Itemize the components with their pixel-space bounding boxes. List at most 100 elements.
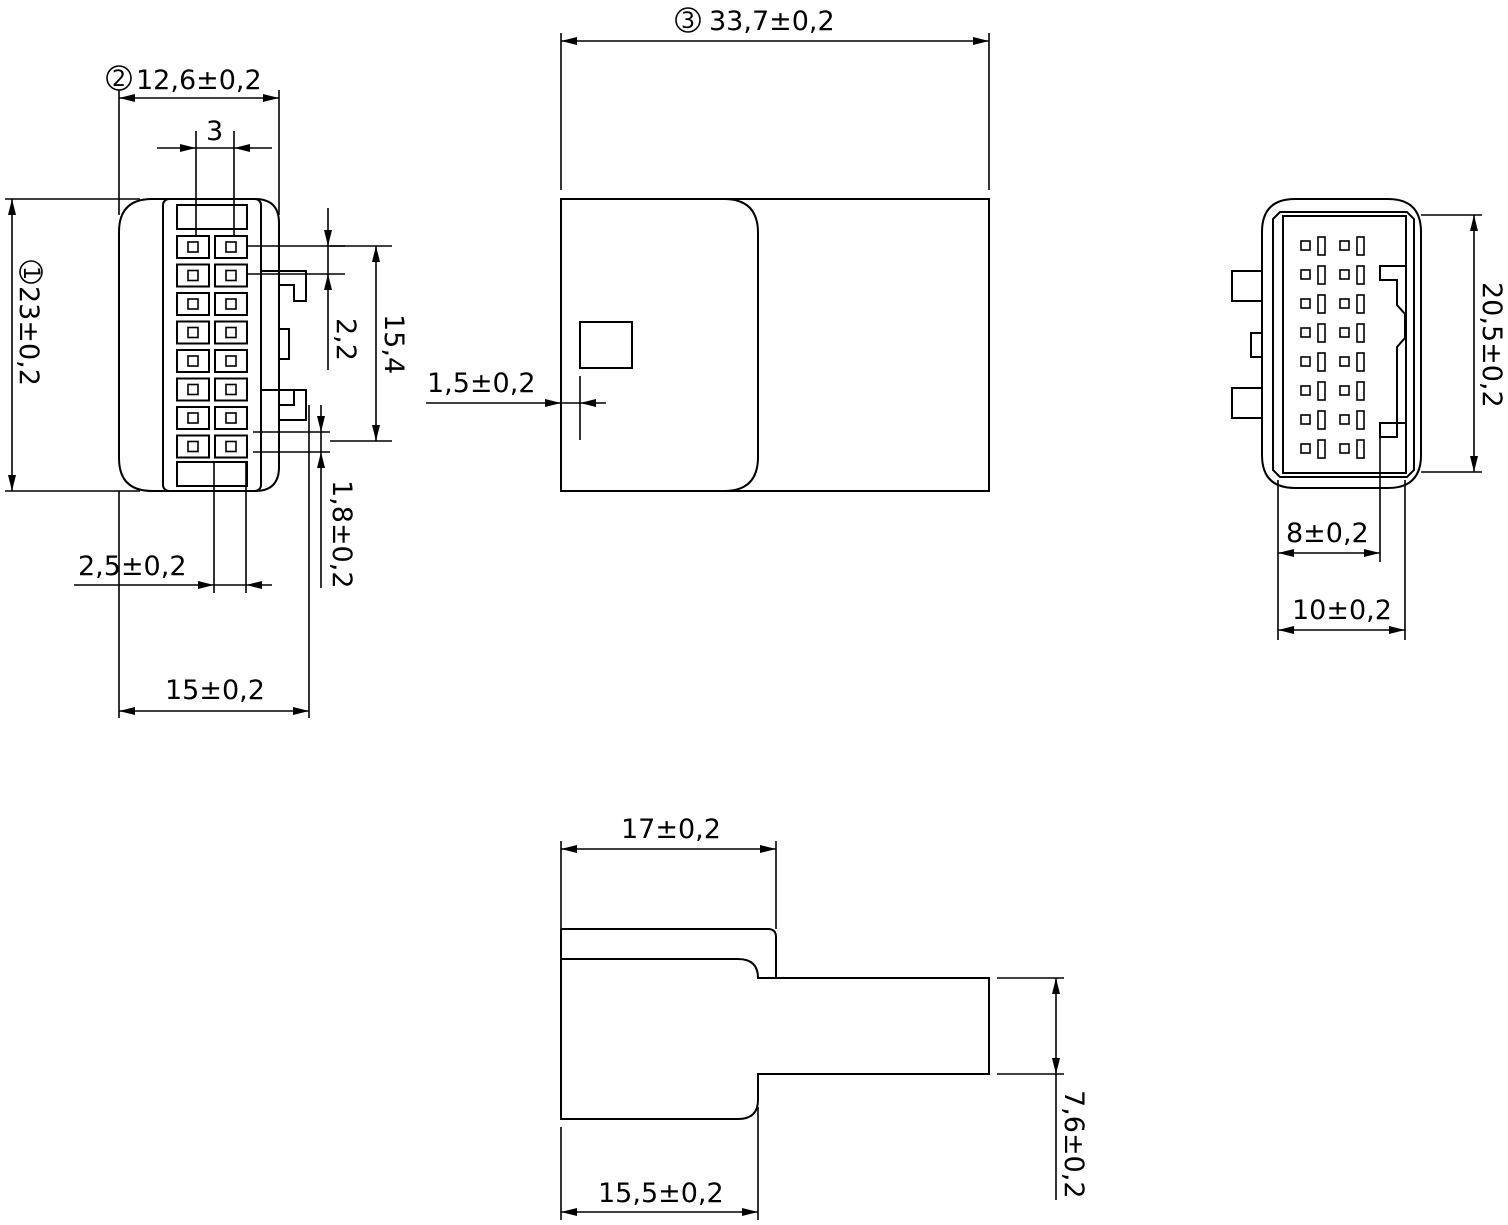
pin-cavity <box>214 406 248 430</box>
arrow <box>372 246 380 262</box>
pin-contact <box>225 298 237 310</box>
dim-base-length-label: 15,5±0,2 <box>598 1178 724 1209</box>
pin-slot <box>1356 439 1365 459</box>
dim-overall-width-label: 15±0,2 <box>165 675 265 706</box>
dim-window-offset-label: 1,5±0,2 <box>427 368 536 399</box>
pin-contact <box>187 383 199 396</box>
dim-pin-offset-label: 2,5±0,2 <box>78 551 187 582</box>
pin-slot <box>1356 294 1365 314</box>
pin-contact <box>1339 327 1350 338</box>
pin-slot <box>1356 381 1365 401</box>
pin-contact <box>187 355 199 367</box>
face-view-inner <box>1272 211 1415 478</box>
pin-slot <box>1317 410 1326 430</box>
dim-body-width-label: 12,6±0,2 <box>136 65 262 96</box>
pin-contact <box>1300 443 1311 454</box>
arrow <box>1052 978 1060 994</box>
dim-slot-offset-label: 1,8±0,2 <box>326 480 357 589</box>
dim-overall-height-label: 23±0,2 <box>13 286 44 386</box>
pin-cavity <box>176 320 210 345</box>
arrow <box>180 144 196 152</box>
arrow <box>1364 549 1380 557</box>
pin-cavity <box>214 235 248 259</box>
pin-contact <box>1339 269 1350 280</box>
arrow <box>317 416 325 432</box>
arrow <box>324 274 332 290</box>
arrow <box>545 399 561 407</box>
arrow <box>234 144 250 152</box>
pin-contact <box>225 241 237 253</box>
arrow <box>372 425 380 441</box>
pin-cavity <box>176 377 210 402</box>
ref-circle-2 <box>106 65 132 91</box>
pin-contact <box>1300 327 1311 338</box>
arrow <box>580 399 596 407</box>
dim-pitch-h-label: 3 <box>206 116 223 147</box>
arrow <box>561 1208 577 1216</box>
front-view-latch-bump <box>278 328 290 360</box>
arrow <box>1389 626 1405 634</box>
arrow <box>119 94 135 102</box>
front-view-insert <box>162 198 262 492</box>
pin-cavity <box>176 292 210 316</box>
side-view-window <box>579 321 633 369</box>
side-view-outline <box>560 198 990 492</box>
pin-slot <box>1317 381 1326 401</box>
arrow <box>246 581 262 589</box>
dim-face-height-label: 20,5±0,2 <box>1476 282 1507 408</box>
pin-contact <box>225 269 237 282</box>
front-view-top-slot <box>176 204 248 230</box>
arrow <box>119 707 135 715</box>
pin-cavity <box>214 349 248 373</box>
face-view-inner-cavity <box>1282 215 1407 474</box>
pin-contact <box>187 326 199 339</box>
pin-slot <box>1317 236 1326 256</box>
pin-contact <box>187 412 199 424</box>
dim-housing-length-label: 17±0,2 <box>621 814 721 845</box>
arrow <box>1052 1058 1060 1074</box>
pin-contact <box>187 298 199 310</box>
arrow <box>760 845 776 853</box>
pin-slot <box>1317 439 1326 459</box>
pin-contact <box>1300 414 1311 425</box>
arrow <box>1278 626 1294 634</box>
pin-contact <box>1339 356 1350 367</box>
pin-cavity <box>176 235 210 259</box>
side-view-housing-edge <box>561 198 759 492</box>
arrow <box>561 845 577 853</box>
arrow <box>324 230 332 246</box>
pin-contact <box>187 241 199 253</box>
face-view: 20,5±0,2 8±0,2 10±0,2 <box>1231 198 1507 640</box>
pin-contact <box>1300 298 1311 309</box>
arrow <box>973 37 989 45</box>
pin-cavity <box>214 292 248 316</box>
pin-slot <box>1356 410 1365 430</box>
pin-slot <box>1356 323 1365 343</box>
face-view-keyway <box>1379 265 1406 438</box>
arrow <box>1470 215 1478 231</box>
ref-circle-1 <box>19 260 43 284</box>
bottom-view-housing-upper <box>561 928 777 978</box>
front-view: 1 23±0,2 2 12,6±0,2 3 2,2 <box>5 65 409 718</box>
pin-slot <box>1356 236 1365 256</box>
dim-latch-width-label: 8±0,2 <box>1286 518 1369 549</box>
pin-slot <box>1356 265 1365 285</box>
pin-slot <box>1317 323 1326 343</box>
pin-contact <box>225 412 237 424</box>
arrow <box>293 707 309 715</box>
dim-tail-height-label: 7,6±0,2 <box>1058 1090 1089 1199</box>
pin-contact <box>225 326 237 339</box>
arrow <box>198 581 214 589</box>
bottom-view: 17±0,2 15,5±0,2 7,6±0,2 <box>560 814 1089 1220</box>
front-view-latch-top <box>261 270 307 302</box>
pin-contact <box>1339 414 1350 425</box>
pin-cavity <box>176 434 210 459</box>
arrow <box>8 475 16 491</box>
pin-contact <box>1300 240 1311 251</box>
pin-contact <box>1300 356 1311 367</box>
pin-cavity <box>176 349 210 373</box>
face-view-pin-array <box>1300 236 1365 459</box>
front-view-latch-bottom <box>261 389 307 421</box>
face-view-outer <box>1261 198 1422 489</box>
arrow <box>742 1208 758 1216</box>
